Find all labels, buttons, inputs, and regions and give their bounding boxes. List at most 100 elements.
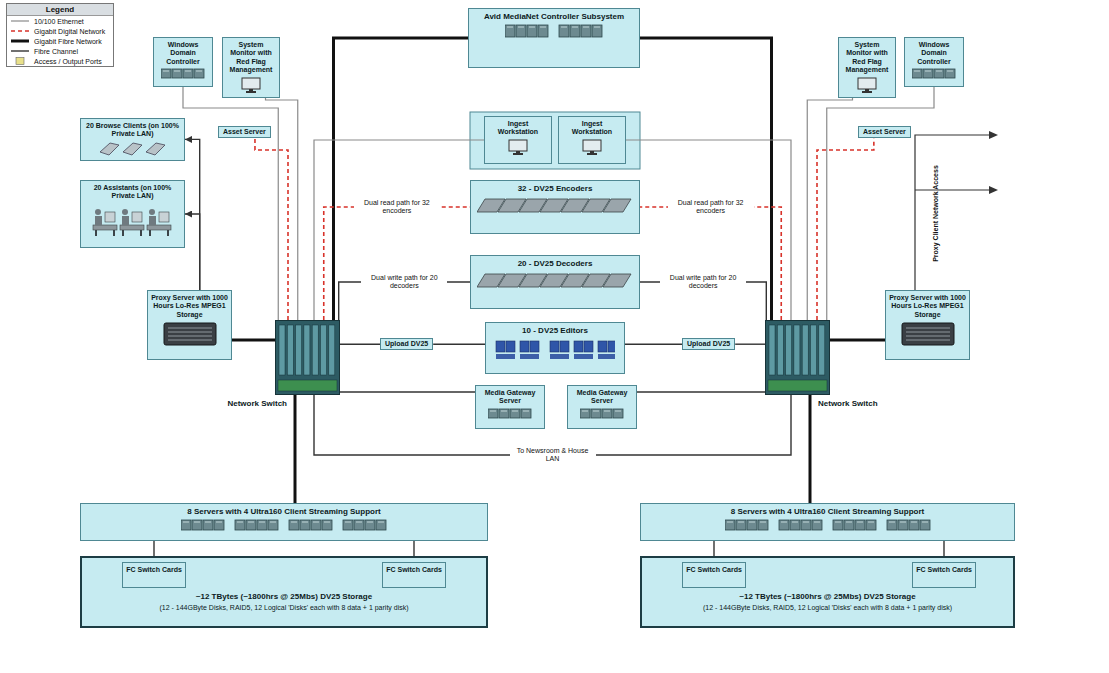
legend-sample	[10, 27, 30, 35]
box-text: (12 - 144GByte Disks, RAID5, 12 Logical …	[85, 604, 483, 612]
server-unit	[365, 520, 375, 530]
editor-desk	[574, 354, 593, 359]
legend-text: Fibre Channel	[34, 48, 78, 55]
arrow-head	[989, 131, 998, 139]
switch-label: Network Switch	[818, 399, 878, 409]
component-box: Ingest Workstation	[558, 116, 626, 164]
server-light	[911, 521, 917, 522]
server-unit	[945, 69, 955, 78]
box-text: 8 Servers with 4 Ultra160 Client Streami…	[84, 507, 484, 517]
server-icon	[181, 519, 387, 531]
server-light	[248, 521, 254, 522]
component-box: 32 - DV25 Encoders	[470, 180, 640, 234]
legend-title: Legend	[7, 4, 113, 16]
server-unit	[322, 520, 332, 530]
connector	[340, 391, 475, 392]
component-box: Proxy Server with 1000 Hours Lo-Res MPEG…	[885, 290, 970, 360]
server-light	[936, 71, 942, 72]
box-text: Proxy Server with 1000 Hours Lo-Res MPEG…	[151, 294, 228, 319]
server-unit	[214, 520, 224, 530]
server-unit	[311, 520, 321, 530]
switch-card	[321, 325, 327, 375]
monitor-stand	[865, 89, 869, 91]
server-box-icon	[901, 322, 955, 346]
editor-desk	[520, 354, 539, 359]
laptop-shape	[100, 143, 119, 155]
server-light	[792, 521, 798, 522]
video-deck	[603, 199, 631, 212]
server-light	[183, 521, 189, 522]
monitor-stand	[590, 151, 594, 153]
server-light	[523, 410, 529, 411]
legend-row: Access / Output Ports	[7, 56, 113, 66]
monitor-stand	[516, 151, 520, 153]
server-unit	[268, 520, 278, 530]
deck-icon	[477, 272, 634, 289]
server-light	[749, 521, 755, 522]
server-light	[781, 521, 787, 522]
monitor-icon	[581, 139, 603, 156]
server-light	[237, 521, 243, 522]
server-unit	[570, 25, 580, 37]
server-unit	[934, 69, 944, 78]
server-light	[490, 410, 496, 411]
legend-row: Gigabit Digital Network	[7, 26, 113, 36]
editor-monitor	[550, 341, 559, 352]
server-icon	[161, 68, 205, 79]
component-box: FC Switch Cards	[122, 562, 186, 588]
server-light	[914, 71, 920, 72]
person-body	[95, 216, 102, 225]
server-light	[507, 26, 513, 27]
component-box: Ingest Workstation	[484, 116, 552, 164]
box-text: Upload DV25	[687, 340, 730, 348]
component-box: 8 Servers with 4 Ultra160 Client Streami…	[80, 503, 488, 541]
server-unit	[591, 409, 601, 418]
legend-text: Gigabit Fibre Network	[34, 38, 102, 45]
access-line	[915, 189, 990, 190]
server-icon	[488, 408, 532, 419]
component-box: Avid MediaNet Controller Subsystem	[468, 8, 640, 68]
connector	[433, 343, 485, 344]
component-box: Proxy Server with 1000 Hours Lo-Res MPEG…	[147, 290, 232, 360]
legend-line-sample	[11, 30, 29, 32]
component-box: Media Gateway Server	[475, 385, 545, 429]
switch-card	[811, 325, 817, 375]
server-light	[367, 521, 373, 522]
person-body	[122, 216, 129, 225]
box-text: 20 Assistants (on 100% Private LAN)	[84, 184, 181, 201]
server-unit	[257, 520, 267, 530]
legend-row: 10/100 Ethernet	[7, 16, 113, 26]
component-box: FC Switch Cards	[912, 562, 976, 588]
connector	[830, 339, 885, 342]
server-light	[302, 521, 308, 522]
server-unit	[527, 25, 537, 37]
server-light	[345, 521, 351, 522]
server-light	[738, 521, 744, 522]
server-unit	[521, 409, 531, 418]
box-text: Windows Domain Controller	[908, 41, 960, 66]
legend-text: Access / Output Ports	[34, 58, 102, 65]
server-unit	[602, 409, 612, 418]
component-box: 20 - DV25 Decoders	[470, 255, 640, 309]
editor-icon	[495, 339, 615, 361]
server-unit	[192, 520, 202, 530]
component-box: 20 Assistants (on 100% Private LAN)	[80, 180, 185, 248]
switch-power	[278, 380, 337, 391]
legend-row: Fibre Channel	[7, 46, 113, 56]
component-box: Media Gateway Server	[567, 385, 637, 429]
editor-monitor	[520, 341, 529, 352]
box-text: Media Gateway Server	[571, 389, 633, 406]
server-light	[594, 26, 600, 27]
component-box: Windows Domain Controller	[153, 37, 213, 87]
server-unit	[912, 69, 922, 78]
component-box: 20 Browse Clients (on 100% Private LAN)	[80, 118, 185, 161]
switch-card	[794, 325, 800, 375]
server-light	[727, 521, 733, 522]
box-text: FC Switch Cards	[916, 566, 972, 574]
server-light	[163, 71, 169, 72]
box-text: 20 Browse Clients (on 100% Private LAN)	[84, 122, 181, 139]
editor-desk	[598, 354, 615, 359]
switch-label: Network Switch	[227, 399, 287, 409]
server-unit	[887, 520, 897, 530]
laptop-icon	[97, 141, 169, 157]
